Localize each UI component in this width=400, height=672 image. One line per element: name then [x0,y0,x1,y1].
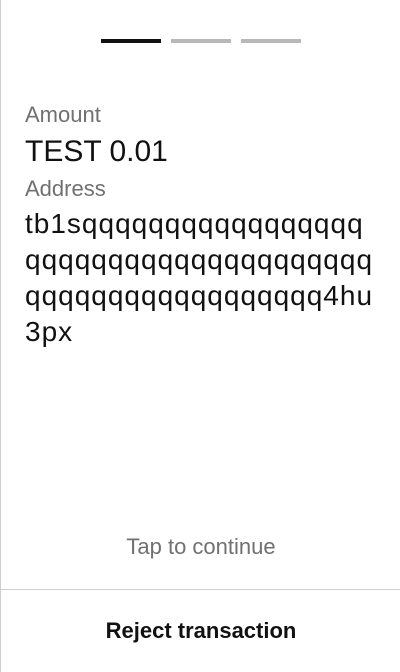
page-indicator-step-1 [101,39,161,43]
amount-value: TEST 0.01 [25,135,168,168]
reject-transaction-button[interactable]: Reject transaction [1,590,400,672]
page-indicator-step-3 [241,39,301,43]
address-label: Address [25,176,106,201]
tap-to-continue[interactable]: Tap to continue [126,534,276,559]
transaction-details: Amount TEST 0.01 Address tb1sqqqqqqqqqqq… [25,100,377,350]
divider [1,589,400,590]
amount-label: Amount [25,102,101,127]
address-value: tb1sqqqqqqqqqqqqqqqqqqqqqqqqqqqqqqqqqqqq… [25,208,374,347]
page-indicator-step-2 [171,39,231,43]
page-indicator [101,39,301,43]
